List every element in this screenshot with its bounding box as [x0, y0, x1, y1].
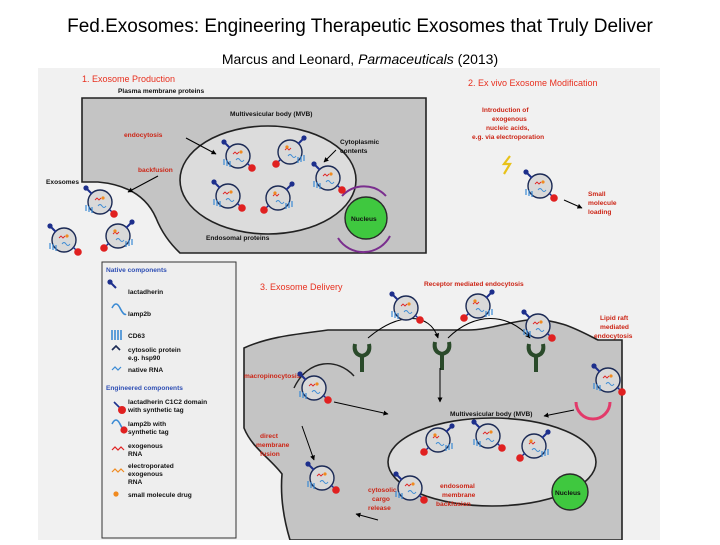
- citation-year: (2013): [457, 51, 499, 67]
- legend-eng-7: electroporated: [128, 463, 174, 470]
- endocytosis-label: endocytosis: [124, 132, 163, 139]
- nucleus-2-label: Nucleus: [555, 490, 581, 497]
- released-exosome-a: [82, 184, 119, 219]
- legend-native-5: e.g. hsp90: [128, 355, 161, 362]
- cytoplasmic-label-1: Cytoplasmic: [340, 139, 380, 146]
- nucleus-1: [344, 196, 388, 240]
- lamp2b-icon: [111, 303, 127, 316]
- exosome-figure: 1. Exosome Production Plasma membrane pr…: [38, 68, 660, 541]
- endosomal-backfusion-label-2: membrane: [442, 492, 476, 499]
- endosomal-proteins-label: Endosomal proteins: [206, 235, 270, 242]
- delivery-exosome-a: [388, 290, 425, 325]
- legend-eng-1: lactadherin C1C2 domain: [128, 399, 207, 406]
- small-molecule-label-2: molecule: [588, 200, 617, 207]
- cytosolic-release-label-2: cargo: [372, 496, 390, 503]
- legend-eng-4: synthetic tag: [128, 429, 169, 436]
- legend-engineered-heading: Engineered components: [106, 385, 183, 392]
- small-molecule-drug-icon: [113, 491, 119, 497]
- endosomal-backfusion-label-3: backfusion: [436, 501, 471, 508]
- backfusion-label: backfusion: [138, 167, 173, 174]
- intro-label-4: e.g. via electroporation: [472, 134, 544, 141]
- slide-subtitle: Marcus and Leonard, Parmaceuticals (2013…: [0, 51, 720, 67]
- direct-fusion-label-3: fusion: [260, 451, 280, 458]
- legend-native-6: native RNA: [128, 367, 163, 374]
- lipid-raft-label-1: Lipid raft: [600, 315, 629, 322]
- native-rna-icon: [111, 366, 122, 371]
- legend-box: [101, 261, 237, 539]
- endosomal-backfusion-label-1: endosomal: [440, 483, 475, 490]
- slide-title: Fed.Exosomes: Engineering Therapeutic Ex…: [67, 16, 653, 37]
- cytoplasmic-label-2: contents: [340, 148, 368, 155]
- cd63-icon: [111, 330, 122, 340]
- electroporation-bolt-icon: [501, 155, 512, 175]
- cytosolic-release-label-3: release: [368, 505, 391, 512]
- macropinocytosis-label: macropinocytosis: [244, 373, 301, 380]
- lipid-raft-icon: [574, 401, 612, 421]
- panel3-heading: 3. Exosome Delivery: [260, 282, 343, 292]
- released-exosome-b: [99, 218, 136, 253]
- legend-eng-10: small molecule drug: [128, 492, 192, 499]
- legend-eng-5: exogenous: [128, 443, 163, 450]
- nucleus-1-label: Nucleus: [351, 216, 377, 223]
- citation-journal: Parmaceuticals: [358, 51, 454, 67]
- legend-eng-3: lamp2b with: [128, 421, 166, 428]
- intro-label-1: Introduction of: [482, 107, 529, 114]
- small-molecule-label-3: loading: [588, 209, 611, 216]
- intro-label-2: exogenous: [492, 116, 527, 123]
- modified-exosome: [522, 168, 559, 203]
- legend-native-3: CD63: [128, 333, 145, 340]
- delivery-exosome-b: [459, 288, 496, 323]
- legend-native-1: lactadherin: [128, 289, 163, 296]
- mvb-2-label: Multivesicular body (MVB): [450, 411, 532, 418]
- panel1-heading: 1. Exosome Production: [82, 74, 175, 84]
- small-molecule-label-1: Small: [588, 191, 606, 198]
- cytosolic-protein-icon: [111, 344, 121, 351]
- legend-eng-2: with synthetic tag: [127, 407, 184, 414]
- lipid-raft-label-2: mediated: [600, 324, 629, 331]
- citation-authors: Marcus and Leonard,: [221, 51, 355, 67]
- nucleus-2: [551, 473, 589, 511]
- electroporated-rna-icon: [111, 468, 125, 473]
- plasma-membrane-label: Plasma membrane proteins: [118, 88, 204, 95]
- legend-native-2: lamp2b: [128, 311, 151, 318]
- released-exosome-c: [46, 222, 83, 257]
- direct-fusion-label-1: direct: [260, 433, 279, 440]
- direct-fusion-label-2: membrane: [256, 442, 290, 449]
- legend-eng-6: RNA: [128, 451, 143, 458]
- mvb-1-label: Multivesicular body (MVB): [230, 111, 312, 118]
- cytosolic-release-label-1: cytosolic: [368, 487, 397, 494]
- exosomes-label: Exosomes: [46, 179, 79, 186]
- receptor-endocytosis-label: Receptor mediated endocytosis: [424, 281, 524, 288]
- legend-native-4: cytosolic protein: [128, 347, 181, 354]
- panel2-heading: 2. Ex vivo Exosome Modification: [468, 78, 598, 88]
- legend-native-heading: Native components: [106, 267, 167, 274]
- exosome-diagram: 1. Exosome Production Plasma membrane pr…: [46, 74, 633, 541]
- exogenous-rna-icon: [111, 446, 125, 451]
- legend-eng-9: RNA: [128, 479, 143, 486]
- tagged-lactadherin-icon: [113, 401, 121, 409]
- legend-eng-8: exogenous: [128, 471, 163, 478]
- lipid-raft-label-3: endocytosis: [594, 333, 633, 340]
- intro-label-3: nucleic acids,: [486, 125, 529, 132]
